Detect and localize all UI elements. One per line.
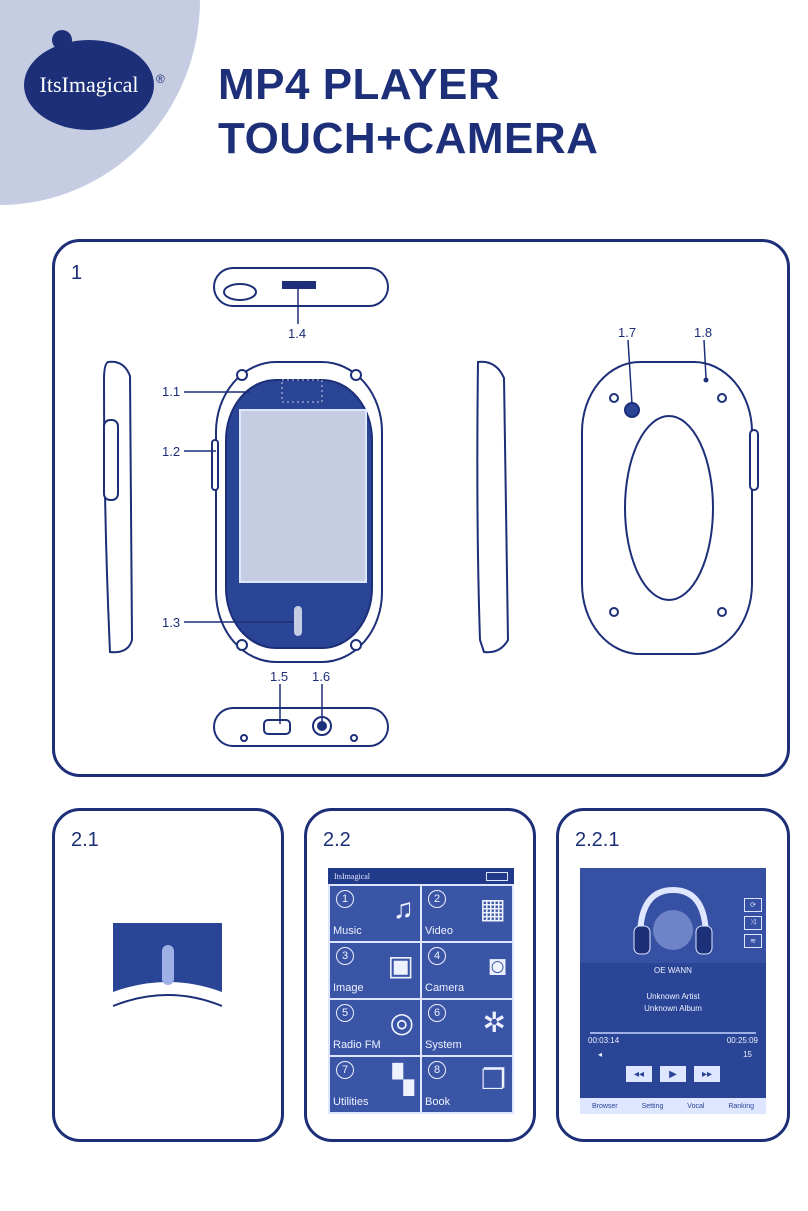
- tile-label: Video: [425, 925, 453, 937]
- volume-icon: ◂: [598, 1050, 603, 1059]
- album-art: [580, 868, 766, 963]
- tile-number: 8: [428, 1061, 446, 1079]
- track-title: OE WANN: [654, 966, 692, 975]
- menu-grid: 1 ♫ Music 2 ▦ Video 3 ▣ Image 4 ◙ Camera…: [328, 884, 514, 1114]
- tile-number: 2: [428, 890, 446, 908]
- time-total: 00:25:09: [726, 1036, 758, 1045]
- brand-logo-text: ItsImagical: [39, 72, 139, 97]
- image-icon: ▣: [387, 950, 414, 981]
- book-icon: ❐: [480, 1064, 506, 1095]
- callout-1-3: 1.3: [162, 615, 181, 630]
- tile-label: Camera: [425, 982, 465, 994]
- tile-label: Radio FM: [333, 1039, 381, 1051]
- camera-icon: ◙: [489, 950, 506, 981]
- home-button-icon: [162, 945, 174, 985]
- menu-header: ItsImagical: [328, 868, 514, 884]
- menu-tile-utilities[interactable]: 7 ▚ Utilities: [330, 1057, 420, 1112]
- menu-tile-video[interactable]: 2 ▦ Video: [422, 886, 512, 941]
- callout-1-2: 1.2: [162, 444, 181, 459]
- play-button[interactable]: ▶: [660, 1066, 686, 1082]
- music-player-screen: ⟳ ⤨ ≋ OE WANN Unknown Artist Unknown Alb…: [580, 868, 766, 1114]
- main-menu-screen: ItsImagical 1 ♫ Music 2 ▦ Video 3 ▣ Imag…: [328, 868, 514, 1114]
- headphones-icon: [633, 886, 713, 955]
- callout-1-4: 1.4: [288, 326, 307, 341]
- callout-1-1: 1.1: [162, 384, 181, 399]
- panel-1-label: 1: [71, 262, 83, 284]
- progress-bar[interactable]: [590, 1032, 756, 1034]
- title-line-1: MP4 PLAYER: [218, 60, 501, 109]
- tile-label: Book: [425, 1096, 451, 1108]
- menu-header-logo: ItsImagical: [334, 871, 370, 881]
- registered-mark: ®: [156, 72, 165, 86]
- blocks-icon: ▚: [392, 1064, 414, 1095]
- tile-number: 1: [336, 890, 354, 908]
- shuffle-icon[interactable]: ⤨: [744, 916, 762, 930]
- callout-1-5: 1.5: [270, 669, 289, 684]
- menu-tile-music[interactable]: 1 ♫ Music: [330, 886, 420, 941]
- tile-number: 5: [336, 1004, 354, 1022]
- album-name: Unknown Album: [644, 1004, 702, 1013]
- eq-icon[interactable]: ≋: [744, 934, 762, 948]
- footer-ranking[interactable]: Ranking: [728, 1102, 755, 1110]
- tile-number: 6: [428, 1004, 446, 1022]
- callout-1-8: 1.8: [694, 325, 713, 340]
- brand-logo: ItsImagical: [24, 40, 154, 130]
- menu-tile-radio[interactable]: 5 ◎ Radio FM: [330, 1000, 420, 1055]
- battery-icon: [486, 871, 508, 881]
- volume-level: 15: [743, 1050, 752, 1059]
- artist-name: Unknown Artist: [646, 992, 700, 1001]
- tile-number: 7: [336, 1061, 354, 1079]
- tile-label: Music: [333, 925, 362, 937]
- footer-browser[interactable]: Browser: [591, 1102, 618, 1110]
- menu-tile-camera[interactable]: 4 ◙ Camera: [422, 943, 512, 998]
- footer-vocal[interactable]: Vocal: [687, 1102, 705, 1110]
- page-title: MP4 PLAYER TOUCH+CAMERA: [218, 58, 598, 166]
- tile-label: System: [425, 1039, 462, 1051]
- gears-icon: ✲: [482, 1007, 506, 1038]
- forward-button[interactable]: ▸▸: [694, 1066, 720, 1082]
- radio-icon: ◎: [389, 1007, 414, 1038]
- music-note-icon: ♫: [393, 893, 414, 924]
- menu-tile-system[interactable]: 6 ✲ System: [422, 1000, 512, 1055]
- footer-setting[interactable]: Setting: [641, 1102, 664, 1110]
- title-line-2: TOUCH+CAMERA: [218, 114, 599, 163]
- device-edge: [112, 994, 223, 1007]
- tile-label: Image: [333, 982, 364, 994]
- rewind-button[interactable]: ◂◂: [626, 1066, 652, 1082]
- callout-1-6: 1.6: [312, 669, 331, 684]
- repeat-icon[interactable]: ⟳: [744, 898, 762, 912]
- panel-2-1-label: 2.1: [71, 829, 99, 851]
- panel-2-2-label: 2.2: [323, 829, 351, 851]
- player-footer: Browser Setting Vocal Ranking: [580, 1098, 766, 1114]
- tile-label: Utilities: [333, 1096, 369, 1108]
- film-icon: ▦: [479, 893, 506, 924]
- tile-number: 3: [336, 947, 354, 965]
- menu-tile-book[interactable]: 8 ❐ Book: [422, 1057, 512, 1112]
- callout-1-7: 1.7: [618, 325, 637, 340]
- menu-tile-image[interactable]: 3 ▣ Image: [330, 943, 420, 998]
- tile-number: 4: [428, 947, 446, 965]
- panel-2-2-1-label: 2.2.1: [575, 829, 620, 851]
- time-elapsed: 00:03:14: [588, 1036, 620, 1045]
